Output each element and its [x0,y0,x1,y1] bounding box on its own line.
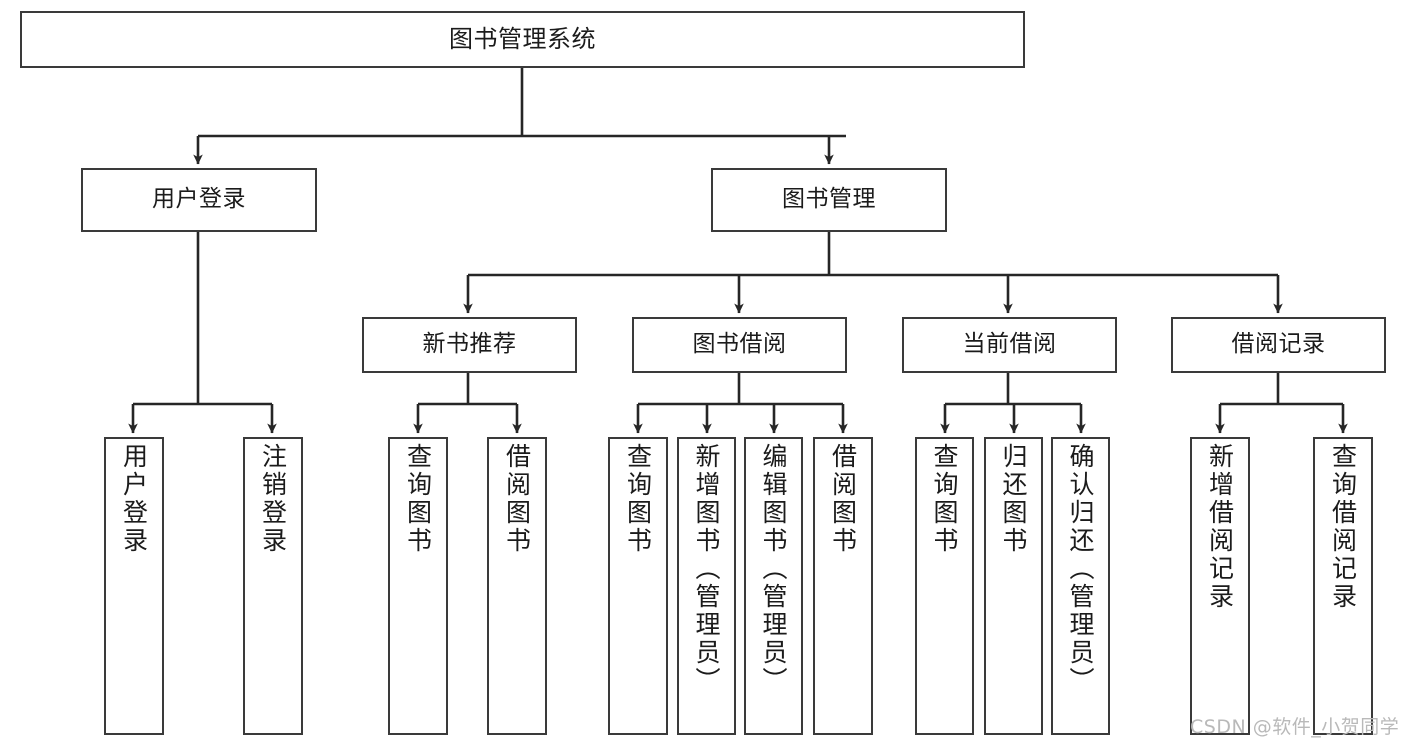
node-label: 新增图书（管理员） [692,443,721,695]
node-label: 用户登录 [119,443,149,555]
node-book-borrow[interactable]: 图书借阅 [632,317,847,373]
node-leaf-query-book-borrow[interactable]: 查询图书 [608,437,668,735]
node-label: 借阅图书 [828,443,858,555]
node-label: 图书管理系统 [449,25,596,54]
node-new-book-recommendation[interactable]: 新书推荐 [362,317,577,373]
node-leaf-user-login[interactable]: 用户登录 [104,437,164,735]
node-leaf-confirm-return-admin[interactable]: 确认归还（管理员） [1051,437,1110,735]
node-leaf-edit-book-admin[interactable]: 编辑图书（管理员） [744,437,803,735]
node-leaf-query-book-rec[interactable]: 查询图书 [388,437,448,735]
node-label: 查询图书 [930,443,959,555]
node-label: 用户登录 [152,186,246,213]
node-borrow-record[interactable]: 借阅记录 [1171,317,1386,373]
node-label: 查询图书 [623,443,653,555]
node-leaf-borrow-book[interactable]: 借阅图书 [813,437,873,735]
node-current-borrow[interactable]: 当前借阅 [902,317,1117,373]
node-leaf-user-logout[interactable]: 注销登录 [243,437,303,735]
node-leaf-query-borrow-record[interactable]: 查询借阅记录 [1313,437,1373,735]
node-label: 图书管理 [782,186,876,213]
node-label: 当前借阅 [962,331,1057,358]
node-label: 新书推荐 [422,331,517,358]
node-book-management-system[interactable]: 图书管理系统 [20,11,1025,68]
node-leaf-query-book-current[interactable]: 查询图书 [915,437,974,735]
node-label: 查询借阅记录 [1328,443,1358,611]
node-user-login[interactable]: 用户登录 [81,168,317,232]
csdn-watermark: CSDN @软件_小贺同学 [1190,716,1400,738]
node-label: 借阅记录 [1231,331,1326,358]
node-label: 归还图书 [999,443,1028,555]
node-label: 借阅图书 [502,443,532,555]
node-leaf-borrow-book-rec[interactable]: 借阅图书 [487,437,547,735]
node-leaf-add-borrow-record[interactable]: 新增借阅记录 [1190,437,1250,735]
node-leaf-return-book[interactable]: 归还图书 [984,437,1043,735]
node-book-management[interactable]: 图书管理 [711,168,947,232]
node-leaf-add-book-admin[interactable]: 新增图书（管理员） [677,437,736,735]
node-label: 注销登录 [258,443,288,555]
node-label: 新增借阅记录 [1205,443,1235,611]
node-label: 编辑图书（管理员） [759,443,788,695]
node-label: 确认归还（管理员） [1066,443,1095,695]
node-label: 图书借阅 [692,331,787,358]
node-label: 查询图书 [403,443,433,555]
